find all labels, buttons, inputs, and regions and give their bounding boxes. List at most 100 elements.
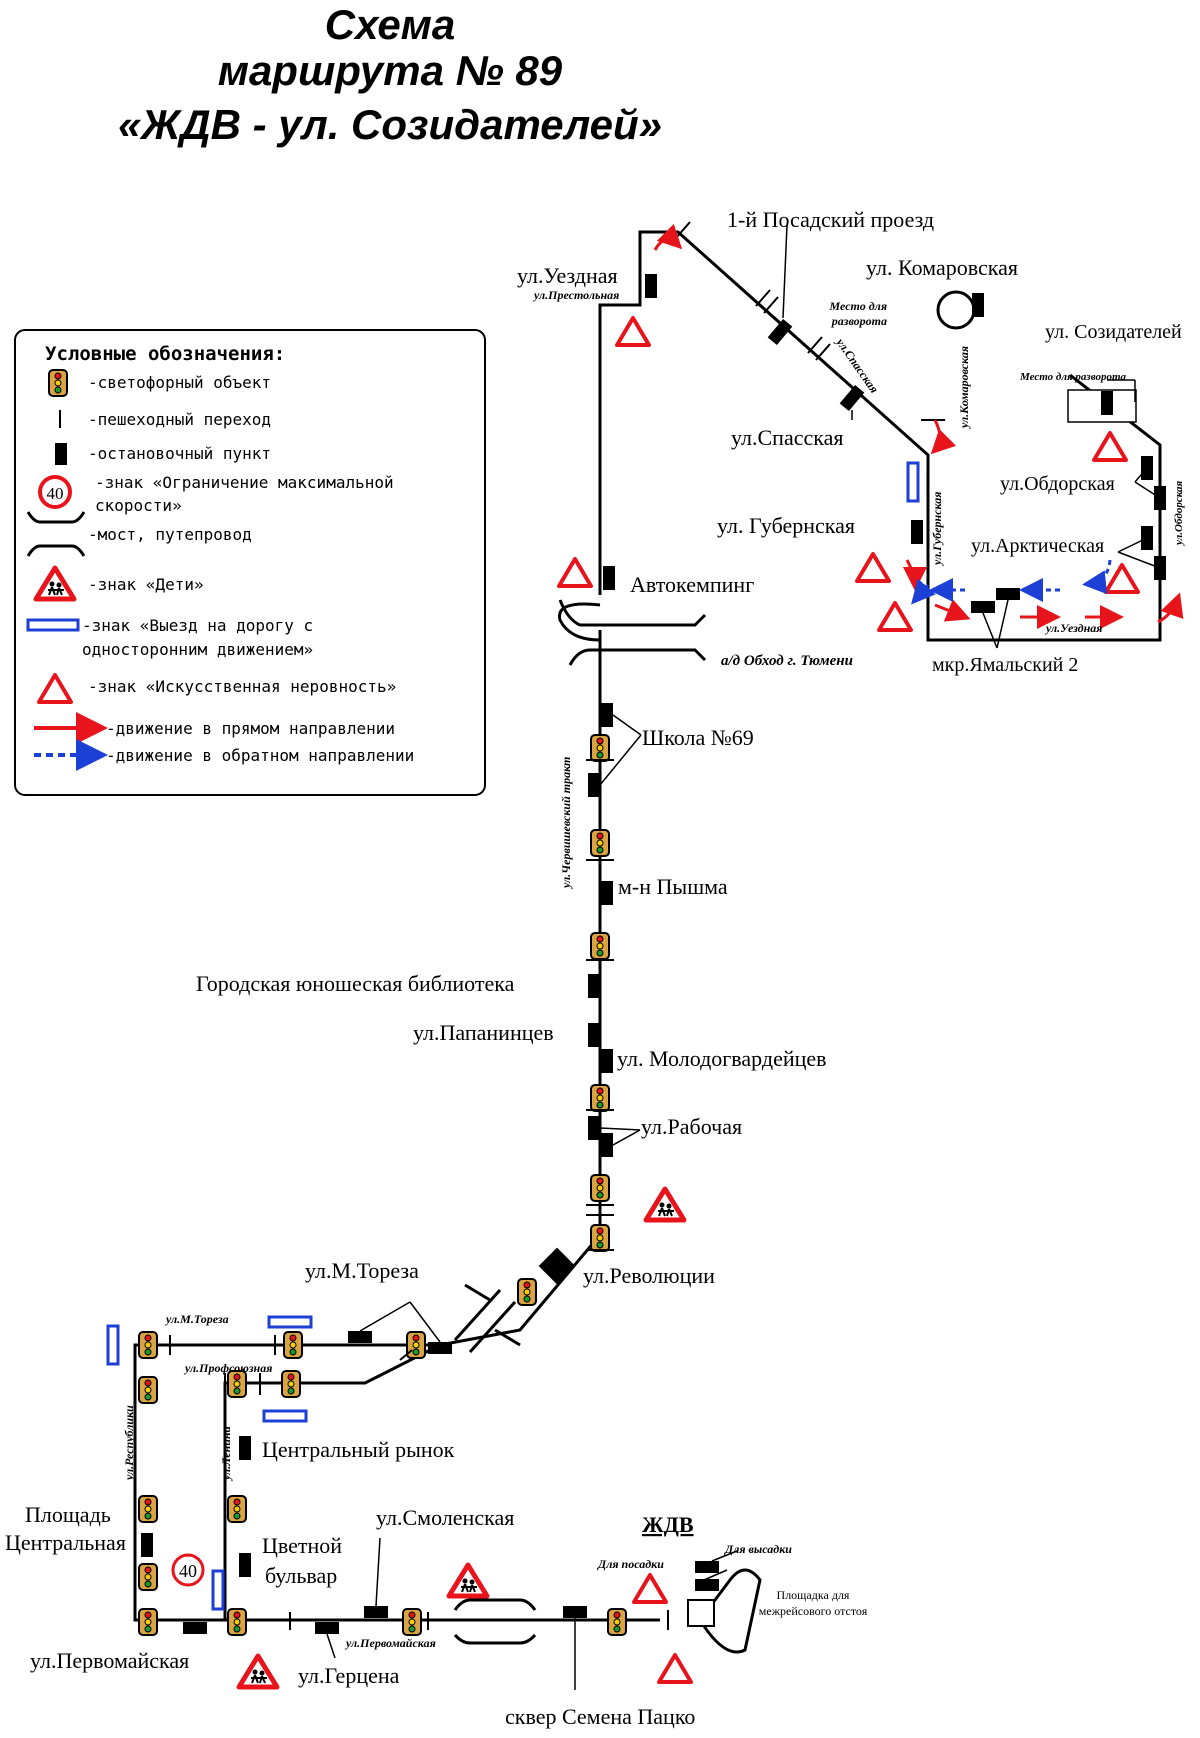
stop-rabochaya-1: [588, 1116, 600, 1140]
traffic-light-icon: [590, 734, 610, 762]
traffic-light-icon: [406, 1331, 426, 1359]
bump-sign-icon: [632, 1573, 668, 1604]
stop-zhdv-dropoff: [695, 1561, 719, 1573]
label-arkticheskaya: ул.Арктическая: [971, 535, 1104, 557]
bump-sign-icon: [1104, 563, 1140, 594]
bridge-smolenskaya: [453, 1598, 537, 1645]
stop-tsvetnoy: [239, 1553, 251, 1577]
stop-school69-2: [588, 773, 600, 797]
traffic-lights: [138, 734, 627, 1636]
label-yamalsky: мкр.Ямальский 2: [932, 654, 1078, 676]
forward-arrow-icon: [653, 223, 683, 251]
crosswalks: [169, 221, 945, 1630]
label-turn-place-2: разворота: [831, 314, 887, 328]
stop-pervomayskaya: [183, 1622, 207, 1634]
label-uyezdnaya: ул.Уездная: [517, 263, 618, 288]
label-obdorskaya-street: ул.Обдорская: [1173, 480, 1185, 547]
label-pervomayskaya-street: ул.Первомайская: [344, 1636, 436, 1650]
bump-sign-icon: [657, 1653, 693, 1684]
label-molodogvardeytsev: ул. Молодогвардейцев: [617, 1046, 827, 1071]
traffic-light-icon: [227, 1495, 247, 1523]
traffic-light-icon: [517, 1278, 537, 1306]
stop-gubernskaya: [911, 520, 923, 544]
label-pervomayskaya: ул.Первомайская: [30, 1648, 189, 1673]
children-sign-icon: [646, 1189, 684, 1220]
label-smolenskaya: ул.Смоленская: [376, 1505, 514, 1530]
stop-papanintsev: [588, 1023, 600, 1047]
label-ploshchadka-2: межрейсового отстоя: [759, 1604, 868, 1618]
stop-rabochaya-2: [601, 1133, 613, 1157]
legend-oneway-2: односторонним движением»: [82, 640, 313, 659]
label-rabochaya: ул.Рабочая: [641, 1114, 742, 1139]
stop-skver: [563, 1606, 587, 1618]
label-obkhod: а/д Обход г. Тюмени: [721, 653, 853, 669]
forward-arrow-icon: [1157, 592, 1184, 624]
label-revolyutsii: ул.Революции: [583, 1263, 715, 1288]
title-line-2: маршрута № 89: [217, 47, 563, 94]
stop-library: [588, 974, 600, 998]
bump-sign-icon: [615, 316, 651, 347]
legend-reverse: -движение в обратном направлении: [106, 746, 414, 765]
title-line-3: «ЖДВ - ул. Созидателей»: [117, 101, 663, 148]
label-ploshchad-2: Центральная: [5, 1530, 126, 1555]
label-tsvetnoy-1: Цветной: [262, 1533, 342, 1558]
label-skver: сквер Семена Пацко: [505, 1704, 695, 1729]
zhdv-loop: [698, 1568, 762, 1654]
traffic-light-icon: [590, 1084, 610, 1112]
legend-crosswalk: -пешеходный переход: [88, 410, 271, 429]
label-profsoyuznaya: ул.Профсоюзная: [183, 1361, 272, 1375]
legend-stop: -остановочный пункт: [88, 444, 271, 463]
oneway-sign-icon: [267, 1315, 313, 1329]
stop-school69-1: [601, 703, 613, 727]
label-gertsena: ул.Герцена: [298, 1663, 400, 1688]
bump-sign-icon: [855, 552, 891, 583]
label-chervishevsky: ул.Червишевский тракт: [559, 757, 573, 890]
speed-limit-icon: [38, 475, 72, 509]
traffic-light-icon: [48, 369, 68, 397]
label-turn-place-full: Место для разворота: [1019, 371, 1127, 383]
legend-bump: -знак «Искусственная неровность»: [88, 677, 396, 696]
label-library: Городская юношеская библиотека: [196, 971, 515, 996]
legend-speed-limit-1: -знак «Ограничение максимальной: [95, 473, 394, 492]
children-sign-icon: [239, 1656, 277, 1687]
oneway-sign-icon: [211, 1569, 225, 1611]
traffic-light-icon: [607, 1608, 627, 1636]
traffic-light-icon: [402, 1608, 422, 1636]
traffic-light-icon: [138, 1608, 158, 1636]
oneway-sign-icon: [26, 618, 80, 632]
oneway-sign-icon: [106, 1324, 120, 1366]
label-gubernskaya-street: ул.Губернская: [930, 492, 944, 568]
label-zhdv: ЖДВ: [642, 1512, 694, 1537]
traffic-light-icon: [281, 1370, 301, 1398]
label-dlya-vysadki: Для высадки: [724, 1542, 792, 1556]
stop-toreza-1: [348, 1331, 372, 1343]
bump-sign-icon: [1092, 431, 1128, 462]
stop-sozidateley: [1101, 391, 1113, 415]
stop-komarovskaya: [972, 293, 984, 317]
labels: ул.Уездная ул.Престольная 1-й Посадский …: [5, 207, 1185, 1729]
stop-ploshchad: [141, 1533, 153, 1557]
label-uyezdnaya-street: ул.Уездная: [1044, 621, 1102, 635]
legend-bridge: -мост, путепровод: [88, 525, 252, 544]
forward-arrow-icon: [934, 599, 971, 622]
stop-molodogvardeytsev: [601, 1049, 613, 1073]
label-gubernskaya: ул. Губернская: [717, 513, 855, 538]
stop-spasskaya: [839, 384, 865, 412]
bridge-avtokemping: [558, 599, 707, 666]
legend-traffic-light: -светофорный объект: [88, 373, 271, 392]
label-central-market: Центральный рынок: [262, 1437, 455, 1462]
oneway-sign-icon: [906, 461, 920, 503]
label-ploshchadka-1: Площадка для: [777, 1588, 850, 1602]
traffic-light-icon: [138, 1331, 158, 1359]
bridge-toreza: [453, 1283, 521, 1354]
label-ploshchad-1: Площадь: [25, 1502, 111, 1527]
speed-limit-value: 40: [179, 1561, 197, 1581]
bump-sign-icon: [557, 557, 593, 588]
label-komarovskaya: ул. Комаровская: [866, 255, 1018, 280]
legend-forward: -движение в прямом направлении: [106, 719, 395, 738]
stop-avtokemping: [603, 566, 615, 590]
traffic-light-icon: [138, 1376, 158, 1404]
label-papanintsev: ул.Папанинцев: [413, 1020, 554, 1045]
label-posadsky: 1-й Посадский проезд: [727, 207, 934, 232]
